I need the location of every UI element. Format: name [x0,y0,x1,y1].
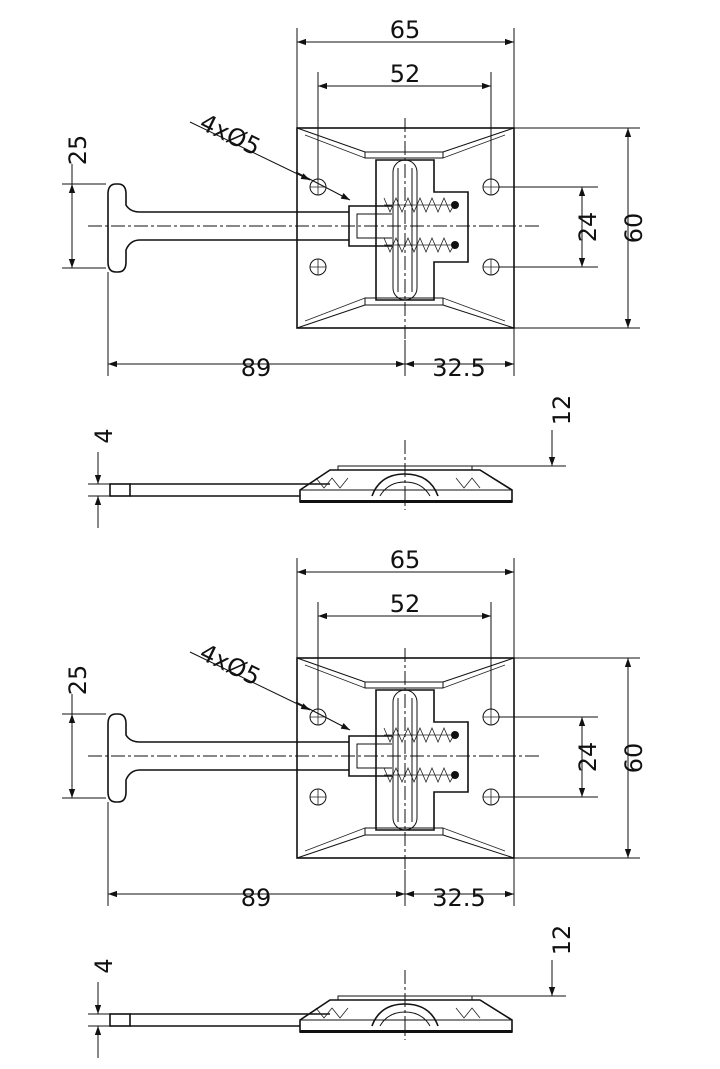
dim-label-65: 65 [390,546,421,574]
dim-label-52: 52 [390,590,421,618]
chamfer-frame [296,127,515,329]
dim-offset: 32.5 [405,328,515,382]
dim-width-overall: 65 [296,546,515,658]
dim-hole-spacing-y: 24 [499,186,602,268]
dim-label-60: 60 [620,213,648,244]
dim-label-25: 25 [64,135,92,166]
chamfer-frame [296,657,515,859]
latch-body [375,689,469,831]
dim-thickness: 4 [88,428,118,528]
dim-hole-spacing-x: 52 [317,590,492,710]
spring-lower [383,766,456,784]
dim-reach: 89 [107,802,406,912]
dim-label-24: 24 [574,212,602,243]
t-handle [107,713,349,803]
dim-label-holes: 4xØ5 [195,638,264,691]
dim-hole-spacing-y: 24 [499,716,602,798]
dim-label-32-5: 32.5 [432,884,485,912]
dim-label-89: 89 [241,884,272,912]
dim-thickness: 4 [88,958,118,1058]
dim-side-height: 12 [405,395,576,467]
dim-label-holes: 4xØ5 [195,108,264,161]
dim-offset: 32.5 [405,858,515,912]
dim-side-height: 12 [405,925,576,997]
latch-body [375,159,469,301]
dim-label-12: 12 [548,925,576,956]
spring-lower [383,236,456,254]
plan-view: 65 52 4xØ5 25 24 [62,546,648,912]
spring-upper [383,196,456,214]
t-handle [107,183,349,273]
dim-label-89: 89 [241,354,272,382]
plan-view: 65 52 4xØ5 25 [62,16,648,382]
dim-label-24: 24 [574,742,602,773]
dim-label-60: 60 [620,743,648,774]
dim-label-25: 25 [64,665,92,696]
dim-label-32-5: 32.5 [432,354,485,382]
side-view: 4 12 [88,925,576,1058]
dim-height-overall: 60 [514,127,648,329]
dim-handle-width: 25 [62,135,106,269]
dim-label-65: 65 [390,16,421,44]
dim-label-52: 52 [390,60,421,88]
dim-label-4: 4 [90,958,118,973]
dim-height-overall: 60 [514,657,648,859]
side-view: 4 12 [88,395,576,528]
spring-upper [383,726,456,744]
dim-label-4: 4 [90,428,118,443]
dim-width-overall: 65 [296,16,515,128]
dim-reach: 89 [107,272,406,382]
view-2: 65 52 4xØ5 25 24 [62,546,648,1058]
dim-hole-spacing-x: 52 [317,60,492,180]
view-1: 65 52 4xØ5 25 [62,16,648,528]
dim-handle-width: 25 [62,665,106,799]
dim-label-12: 12 [548,395,576,426]
